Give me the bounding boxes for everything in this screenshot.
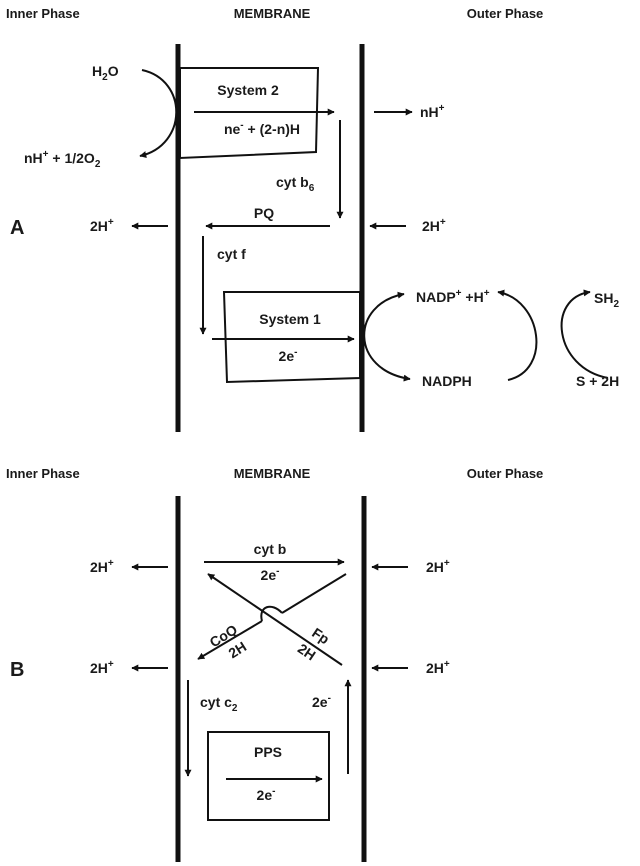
fp-label: Fp bbox=[309, 624, 332, 647]
outer-2h-top-label: 2H+ bbox=[426, 558, 450, 575]
panel-b: Inner Phase MEMBRANE Outer Phase B 2H+ 2… bbox=[6, 466, 543, 862]
panel-b-inner-phase-header: Inner Phase bbox=[6, 466, 80, 481]
outer-2h-bottom-label: 2H+ bbox=[426, 659, 450, 676]
coq-arrow bbox=[197, 620, 263, 660]
nadph-label: NADPH bbox=[422, 373, 472, 389]
fp-return-line bbox=[281, 573, 347, 614]
panel-b-membrane-header: MEMBRANE bbox=[234, 466, 311, 481]
substrate-reduction-arrow bbox=[560, 289, 609, 379]
outer-nh-label: nH+ bbox=[420, 103, 445, 120]
cyt-b-label: cyt b bbox=[254, 541, 287, 557]
panel-a-outer-phase-header: Outer Phase bbox=[467, 6, 544, 21]
inner-2h-bottom-label: 2H+ bbox=[90, 659, 114, 676]
nadp-label: NADP+ +H+ bbox=[416, 288, 490, 305]
panel-b-outer-phase-header: Outer Phase bbox=[467, 466, 544, 481]
panel-a-membrane-header: MEMBRANE bbox=[234, 6, 311, 21]
panel-a-inner-phase-header: Inner Phase bbox=[6, 6, 80, 21]
s-2h-label: S + 2H bbox=[576, 373, 619, 389]
system-2-label: System 2 bbox=[217, 82, 279, 98]
system-2-box bbox=[179, 67, 320, 160]
panel-b-letter: B bbox=[10, 659, 24, 681]
two-e-right-label: 2e- bbox=[312, 693, 331, 710]
two-e-pps-label: 2e- bbox=[257, 786, 276, 803]
sh2-label: SH2 bbox=[594, 290, 619, 310]
system-1-label: System 1 bbox=[259, 311, 321, 327]
inner-2h-top-label: 2H+ bbox=[90, 558, 114, 575]
crossover-bridge bbox=[260, 605, 283, 622]
panel-a-letter: A bbox=[10, 217, 24, 239]
pps-label: PPS bbox=[254, 744, 282, 760]
electrons-protons-label: ne- + (2-n)H bbox=[224, 120, 300, 137]
nadp-reduction-arrow bbox=[363, 291, 411, 382]
two-e-label: 2e- bbox=[279, 347, 298, 364]
two-e-top-label: 2e- bbox=[261, 566, 280, 583]
proton-oxygen-label: nH+ + 1/2O2 bbox=[24, 149, 101, 170]
pps-box bbox=[207, 731, 330, 821]
water-label: H2O bbox=[92, 63, 119, 83]
cyt-f-label: cyt f bbox=[217, 246, 246, 262]
inner-2h-label: 2H+ bbox=[90, 217, 114, 234]
system-1-box bbox=[222, 291, 361, 384]
water-oxidation-arrow bbox=[139, 69, 178, 158]
cyt-b6-label: cyt b6 bbox=[276, 174, 315, 194]
cyt-c2-label: cyt c2 bbox=[200, 694, 238, 714]
pq-label: PQ bbox=[254, 205, 274, 221]
nadph-oxidation-arrow bbox=[497, 289, 538, 381]
fp-arrow bbox=[207, 573, 343, 666]
panel-a: Inner Phase MEMBRANE Outer Phase A H2O n… bbox=[6, 6, 619, 432]
fp-2h-label: 2H bbox=[295, 640, 319, 663]
outer-2h-label: 2H+ bbox=[422, 217, 446, 234]
